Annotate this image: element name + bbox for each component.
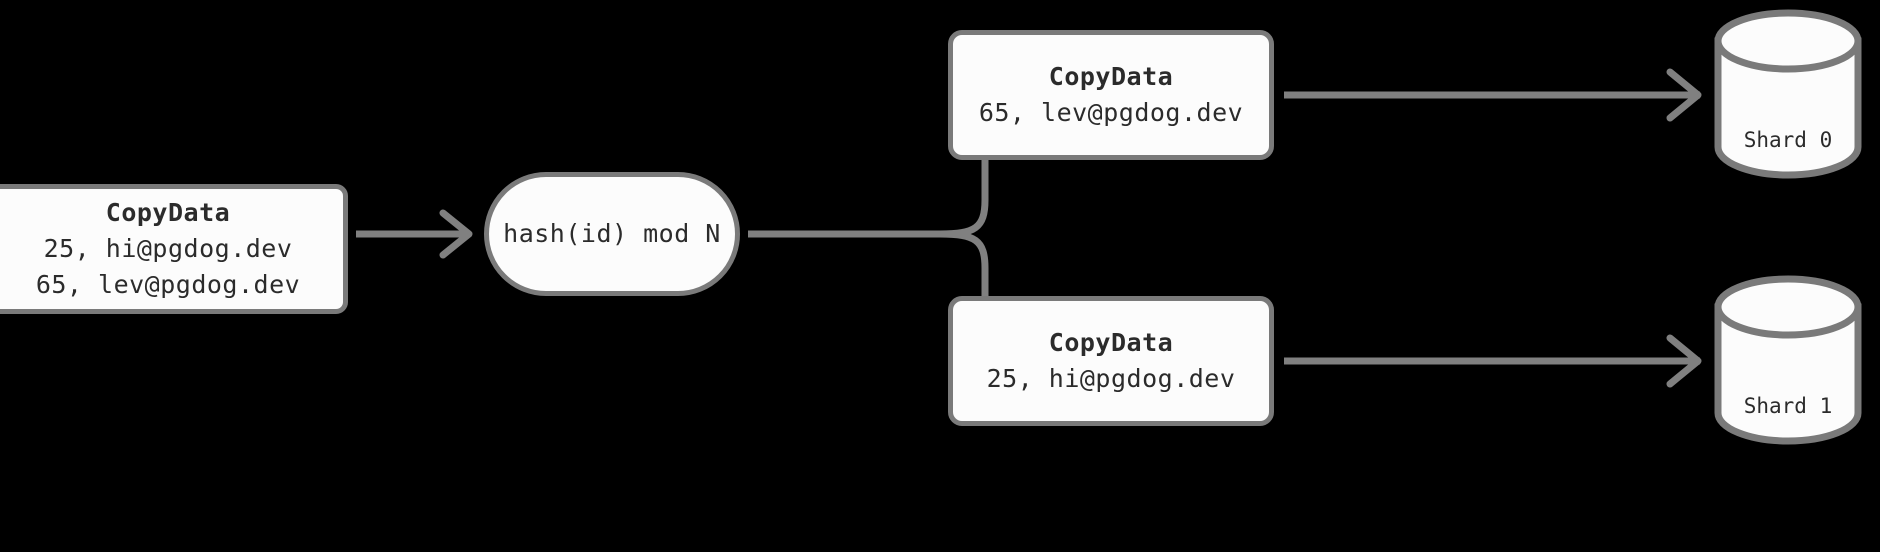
database-icon (1714, 275, 1862, 445)
connector-shard0-to-db (1284, 68, 1702, 122)
shard1-data-title: CopyData (1048, 328, 1174, 357)
shard1-data-row-1: 25, hi@pgdog.dev (986, 364, 1236, 393)
source-row-2: 65, lev@pgdog.dev (35, 270, 301, 299)
hash-label: hash(id) mod N (503, 219, 721, 248)
node-source-copydata[interactable]: CopyData 25, hi@pgdog.dev 65, lev@pgdog.… (0, 184, 348, 314)
node-shard0-copydata[interactable]: CopyData 65, lev@pgdog.dev (948, 30, 1274, 160)
database-icon (1714, 9, 1862, 179)
node-shard1-copydata[interactable]: CopyData 25, hi@pgdog.dev (948, 296, 1274, 426)
connector-shard1-to-db (1284, 334, 1702, 388)
connector-source-to-hash (356, 209, 473, 259)
shard0-data-row-1: 65, lev@pgdog.dev (978, 98, 1244, 127)
shard0-data-title: CopyData (1048, 62, 1174, 91)
node-shard1-database[interactable]: Shard 1 (1713, 274, 1863, 446)
node-shard0-database[interactable]: Shard 0 (1713, 8, 1863, 180)
source-title: CopyData (105, 198, 231, 227)
node-hash-function[interactable]: hash(id) mod N (484, 172, 740, 296)
shard1-db-label: Shard 1 (1743, 394, 1833, 418)
source-row-1: 25, hi@pgdog.dev (43, 234, 293, 263)
shard0-db-label: Shard 0 (1743, 128, 1833, 152)
